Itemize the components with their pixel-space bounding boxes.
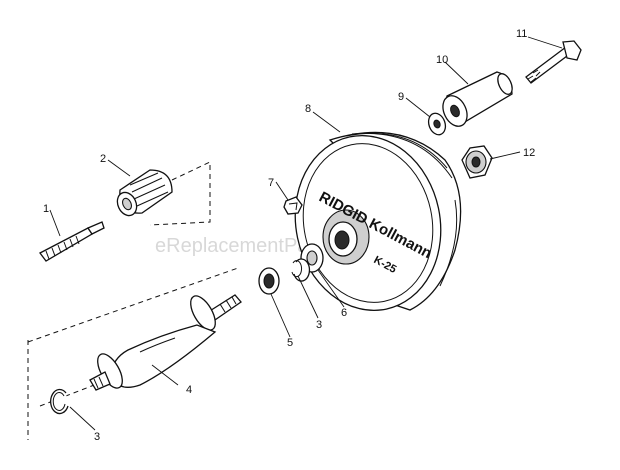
callout-10: 10 <box>436 54 448 66</box>
part-1-spring-tip[interactable] <box>39 221 105 262</box>
callout-2: 2 <box>100 153 106 165</box>
alignment-lines <box>27 161 239 440</box>
callout-1: 1 <box>43 203 49 215</box>
callout-6: 6 <box>341 307 347 319</box>
callouts: 1 2 3 3 4 5 6 7 8 9 10 11 12 <box>43 28 535 443</box>
part-7-clip[interactable] <box>283 196 303 215</box>
part-2-chuck[interactable] <box>114 169 173 219</box>
leader-lines <box>49 36 563 431</box>
part-8-drum[interactable]: RIDGID Kollmann K-25 <box>279 122 462 324</box>
callout-4: 4 <box>186 384 192 396</box>
callout-8: 8 <box>305 103 311 115</box>
part-10-cone[interactable] <box>438 71 515 130</box>
part-4-handle[interactable] <box>89 292 242 392</box>
callout-7: 7 <box>268 177 274 189</box>
callout-11: 11 <box>516 28 527 40</box>
callout-5: 5 <box>287 337 293 349</box>
part-12-nut[interactable] <box>461 145 493 179</box>
callout-3-lower: 3 <box>94 431 100 443</box>
callout-3-upper: 3 <box>316 319 322 331</box>
part-3-snap-ring-lower[interactable] <box>50 388 69 415</box>
callout-12: 12 <box>523 147 535 159</box>
callout-9: 9 <box>398 91 404 103</box>
part-5-spacer[interactable] <box>258 267 280 295</box>
part-11-bolt[interactable] <box>525 40 582 84</box>
part-3-snap-ring-upper[interactable] <box>291 258 311 282</box>
part-9-washer[interactable] <box>426 111 449 137</box>
